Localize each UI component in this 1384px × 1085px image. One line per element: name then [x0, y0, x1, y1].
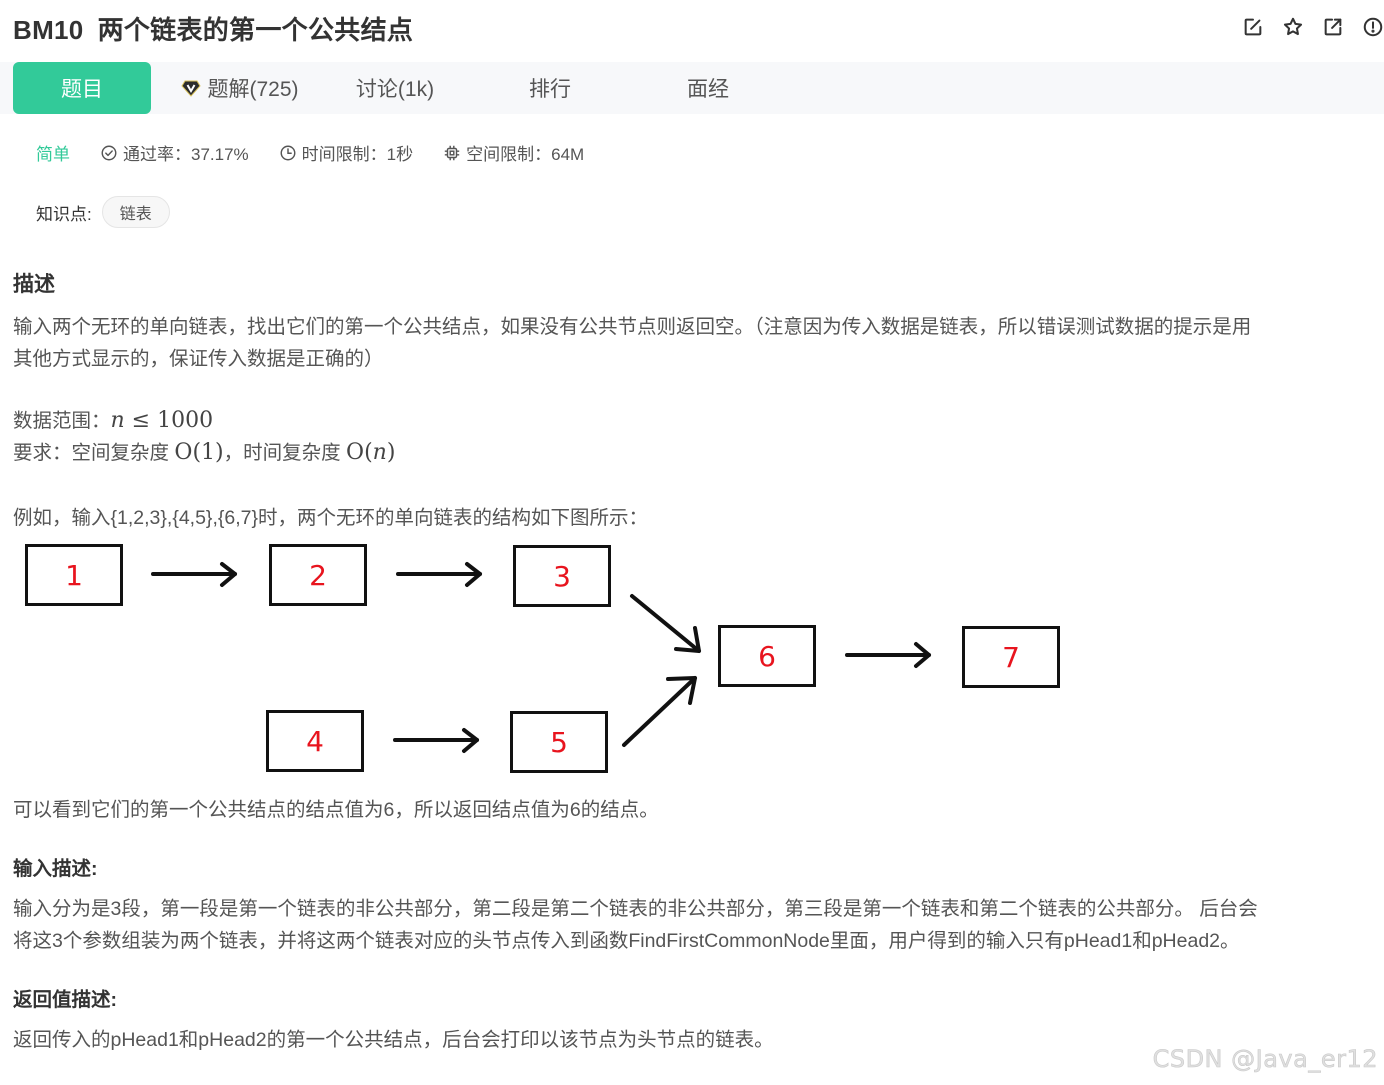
check-circle-icon — [101, 145, 117, 160]
star-icon[interactable] — [1282, 16, 1304, 38]
tab-label: 排行 — [529, 78, 571, 101]
pass-rate-text: 通过率：37.17% — [123, 145, 249, 164]
tab-discussion[interactable]: 讨论(1k) — [340, 62, 450, 114]
list-node-3: 3 — [513, 545, 611, 607]
return-desc-title: 返回值描述: — [13, 989, 117, 1011]
tab-solutions[interactable]: 题解(725) — [170, 62, 310, 114]
time-limit: 时间限制：1秒 — [279, 140, 413, 165]
header-actions — [1242, 16, 1384, 38]
list-node-6: 6 — [718, 625, 816, 687]
constraints: 数据范围：n ≤ 1000 要求：空间复杂度 O(1)，时间复杂度 O(n) — [13, 405, 1373, 469]
clock-icon — [280, 145, 296, 160]
description-text: 输入两个无环的单向链表，找出它们的第一个公共结点，如果没有公共节点则返回空。（注… — [13, 311, 1373, 375]
tab-label: 题目 — [61, 78, 103, 101]
complexity-requirement: 要求：空间复杂度 O(1)，时间复杂度 O(n) — [13, 437, 1373, 469]
description-line: 输入两个无环的单向链表，找出它们的第一个公共结点，如果没有公共节点则返回空。（注… — [13, 316, 1252, 338]
list-node-7: 7 — [962, 626, 1060, 688]
problem-meta: 简单 通过率：37.17% 时间限制：1秒 空间限制：64M — [36, 140, 614, 165]
description-line: 其他方式显示的，保证传入数据是正确的） — [13, 348, 384, 370]
share-icon[interactable] — [1322, 16, 1344, 38]
range-label: 数据范围： — [13, 410, 111, 432]
linked-list-diagram: 1 2 3 4 5 6 7 — [0, 540, 1100, 780]
req-label: 要求：空间复杂度 — [13, 442, 175, 464]
input-desc-line: 输入分为是3段，第一段是第一个链表的非公共部分，第二段是第二个链表的非公共部分，… — [13, 898, 1258, 920]
time-complexity: O(n) — [346, 440, 395, 465]
input-desc-text: 输入分为是3段，第一段是第一个链表的非公共部分，第二段是第二个链表的非公共部分，… — [13, 893, 1373, 957]
example-text: 例如，输入{1,2,3},{4,5},{6,7}时，两个无环的单向链表的结构如下… — [13, 507, 648, 529]
math-post: ) — [386, 440, 396, 465]
knowledge-points: 知识点: 链表 — [36, 196, 170, 228]
data-range: 数据范围：n ≤ 1000 — [13, 405, 1373, 437]
chip-icon — [444, 145, 460, 160]
input-desc-line: 将这3个参数组装为两个链表，并将这两个链表对应的头节点传入到函数FindFirs… — [13, 930, 1240, 952]
v-badge-icon — [181, 80, 202, 97]
description-title: 描述 — [13, 273, 55, 296]
conclusion-text: 可以看到它们的第一个公共结点的结点值为6，所以返回结点值为6的结点。 — [13, 799, 659, 821]
report-icon[interactable] — [1362, 16, 1384, 38]
tab-label: 讨论(1k) — [355, 78, 435, 101]
watermark: CSDN @Java_er12 — [1152, 1045, 1378, 1074]
pass-rate: 通过率：37.17% — [100, 140, 249, 165]
req-mid: ，时间复杂度 — [223, 442, 347, 464]
tab-label: 面经 — [687, 78, 729, 101]
return-desc-text: 返回传入的pHead1和pHead2的第一个公共结点，后台会打印以该节点为头节点… — [13, 1029, 774, 1051]
space-limit: 空间限制：64M — [443, 140, 584, 165]
tab-interview[interactable]: 面经 — [668, 62, 748, 114]
page-title: BM10 两个链表的第一个公共结点 — [13, 10, 413, 47]
math-var: n — [110, 408, 125, 433]
list-node-2: 2 — [269, 544, 367, 606]
knowledge-tag[interactable]: 链表 — [101, 196, 170, 228]
space-limit-text: 空间限制：64M — [466, 145, 585, 164]
list-node-1: 1 — [25, 544, 123, 606]
problem-header: BM10 两个链表的第一个公共结点 — [0, 0, 1384, 58]
list-node-5: 5 — [510, 711, 608, 773]
problem-title: 两个链表的第一个公共结点 — [97, 15, 414, 45]
space-complexity: O(1) — [174, 440, 224, 465]
math-rest: ≤ 1000 — [124, 408, 214, 433]
problem-tabs: 题目 题解(725) 讨论(1k) 排行 面经 — [0, 62, 1384, 114]
arrows — [151, 562, 931, 753]
tab-label: 题解(725) — [207, 78, 299, 101]
math-var: n — [372, 440, 387, 465]
tab-problem[interactable]: 题目 — [13, 62, 151, 114]
math-pre: O( — [346, 440, 373, 465]
range-math: n ≤ 1000 — [111, 408, 214, 433]
difficulty-badge: 简单 — [36, 145, 70, 164]
knowledge-label: 知识点: — [36, 204, 92, 224]
problem-code: BM10 — [13, 15, 84, 45]
list-node-4: 4 — [266, 710, 364, 772]
time-limit-text: 时间限制：1秒 — [301, 145, 414, 164]
edit-icon[interactable] — [1242, 16, 1264, 38]
tab-ranking[interactable]: 排行 — [510, 62, 590, 114]
input-desc-title: 输入描述: — [13, 858, 98, 880]
